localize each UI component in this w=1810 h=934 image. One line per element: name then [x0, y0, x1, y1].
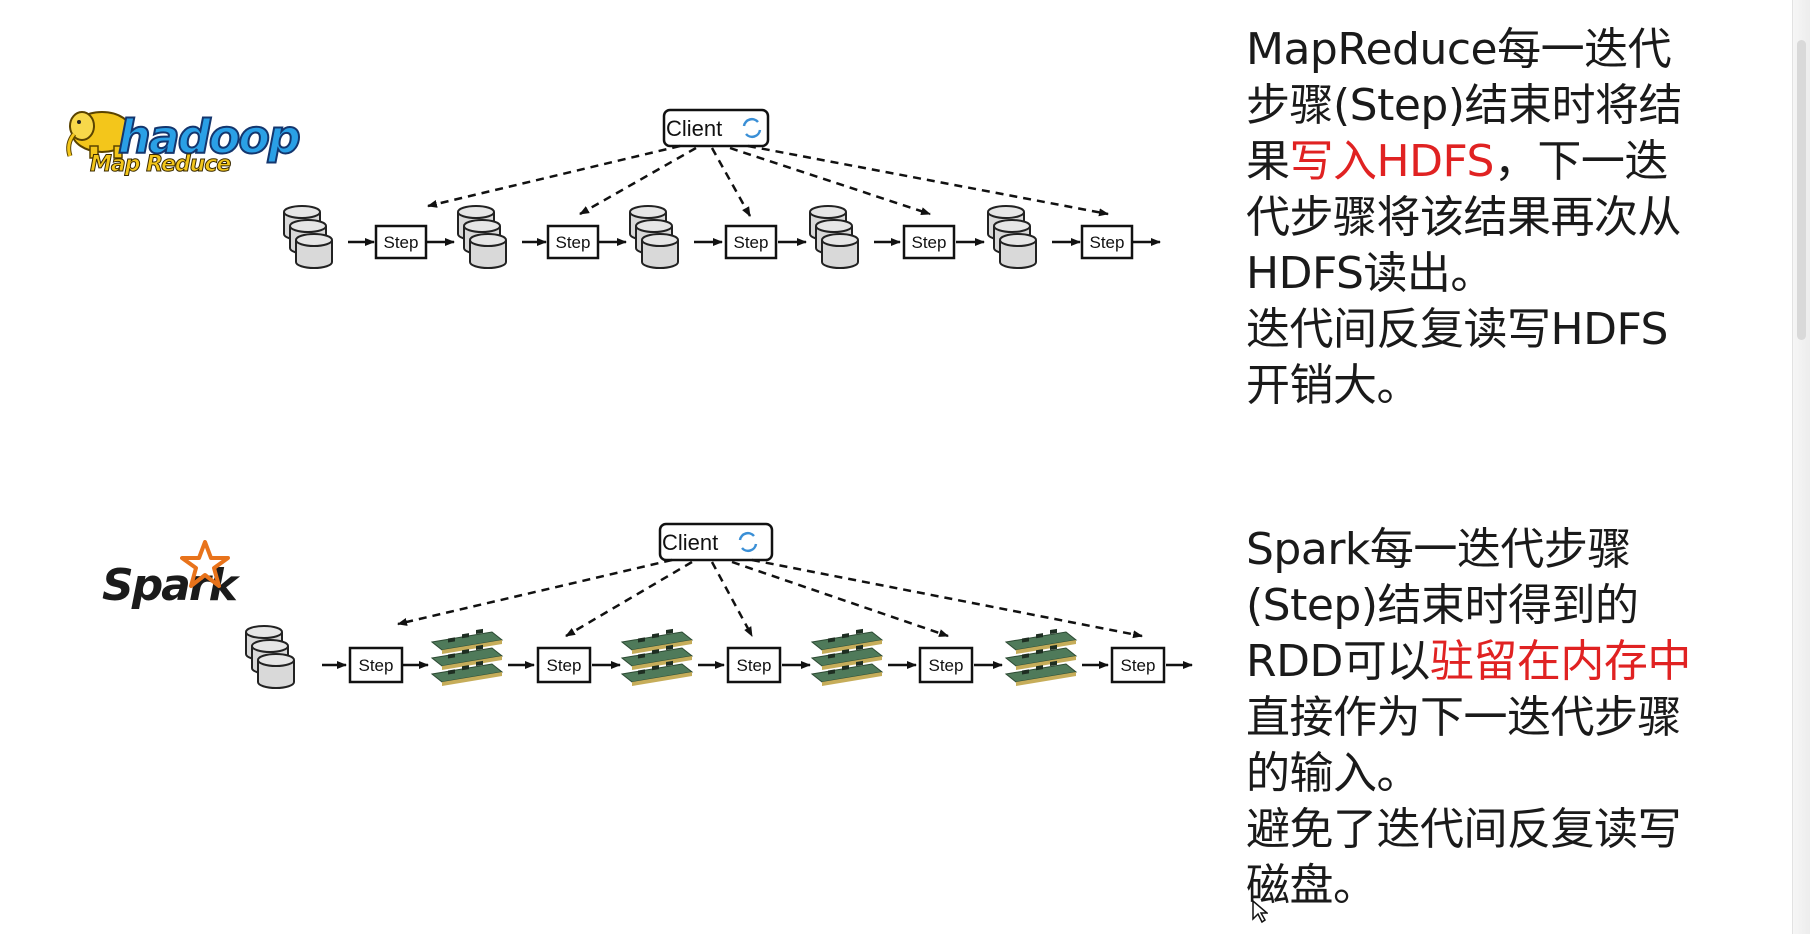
- spark-dashed-arrows: [397, 558, 1143, 639]
- spark-step-box: Step: [348, 646, 404, 684]
- spark-step-box: Step: [536, 646, 592, 684]
- spark-explanation: Spark每一迭代步骤 (Step)结束时得到的 RDD可以驻留在内存中 直接作…: [1246, 522, 1746, 914]
- hadoop-dashed-arrows: [427, 144, 1109, 217]
- text-line: Spark每一迭代步骤: [1246, 524, 1631, 575]
- text-line: HDFS读出。: [1246, 248, 1494, 299]
- mouse-cursor-icon: [1252, 900, 1268, 924]
- svg-text:Step: Step: [359, 656, 394, 675]
- text-line: (Step)结束时得到的: [1246, 580, 1639, 631]
- refresh-icon: [742, 117, 762, 139]
- svg-text:Step: Step: [556, 233, 591, 252]
- text-line: MapReduce每一迭代: [1246, 24, 1672, 75]
- spark-client-box: Client: [658, 522, 774, 562]
- hadoop-step-box: Step: [902, 224, 956, 260]
- memory-stack: [432, 629, 502, 686]
- text-line: 代步骤将该结果再次从: [1246, 192, 1682, 243]
- refresh-icon: [738, 531, 758, 553]
- svg-text:Step: Step: [384, 233, 419, 252]
- hadoop-step-box: Step: [1080, 224, 1134, 260]
- hadoop-disk-stack: [810, 206, 858, 268]
- spark-step-box: Step: [918, 646, 974, 684]
- memory-stack: [812, 629, 882, 686]
- highlight-write-hdfs: 写入HDFS: [1289, 136, 1495, 187]
- svg-text:Step: Step: [1121, 656, 1156, 675]
- hadoop-step-box: Step: [546, 224, 600, 260]
- hadoop-client-label: Client: [666, 116, 722, 141]
- hadoop-elephant-icon: [66, 111, 133, 159]
- text-line: 开销大。: [1246, 360, 1421, 411]
- text-line: 磁盘。: [1246, 860, 1377, 911]
- hadoop-step-box: Step: [724, 224, 778, 260]
- vertical-scrollbar[interactable]: [1792, 0, 1810, 934]
- hadoop-disk-stack: [284, 206, 332, 268]
- text-line: 直接作为下一迭代步骤: [1246, 692, 1682, 743]
- hadoop-step-box: Step: [374, 224, 428, 260]
- scrollbar-thumb[interactable]: [1797, 40, 1806, 340]
- svg-text:Step: Step: [734, 233, 769, 252]
- spark-client-label: Client: [662, 530, 718, 555]
- spark-star-icon: [180, 540, 230, 588]
- text-line: 步骤(Step)结束时将结: [1246, 80, 1683, 131]
- iteration-diagrams: Client: [0, 108, 1193, 934]
- highlight-in-memory: 驻留在内存中: [1429, 636, 1692, 687]
- spark-disk-stack: [246, 626, 294, 688]
- mapreduce-logo-text: Map Reduce: [89, 152, 231, 178]
- memory-stack: [1006, 629, 1076, 686]
- text-line: RDD可以驻留在内存中: [1246, 636, 1692, 687]
- memory-stack: [622, 629, 692, 686]
- svg-text:Step: Step: [929, 656, 964, 675]
- hadoop-logo-text: hadoop: [117, 109, 302, 165]
- svg-text:Step: Step: [912, 233, 947, 252]
- spark-diagram: Client: [246, 522, 1193, 688]
- hadoop-disk-stack: [988, 206, 1036, 268]
- spark-step-box: Step: [1110, 646, 1166, 684]
- hadoop-client-box: Client: [662, 108, 770, 148]
- spark-step-box: Step: [726, 646, 782, 684]
- hadoop-disk-stack: [458, 206, 506, 268]
- hadoop-explanation: MapReduce每一迭代 步骤(Step)结束时将结 果写入HDFS，下一迭 …: [1246, 22, 1746, 414]
- svg-text:Step: Step: [1090, 233, 1125, 252]
- text-line: 迭代间反复读写HDFS: [1246, 304, 1668, 355]
- hadoop-diagram: Client: [284, 108, 1161, 268]
- text-line: 避免了迭代间反复读写: [1246, 804, 1682, 855]
- hadoop-disk-stack: [630, 206, 678, 268]
- text-line: 果写入HDFS，下一迭: [1246, 136, 1668, 187]
- text-line: 的输入。: [1246, 748, 1421, 799]
- svg-text:Step: Step: [737, 656, 772, 675]
- svg-text:Step: Step: [547, 656, 582, 675]
